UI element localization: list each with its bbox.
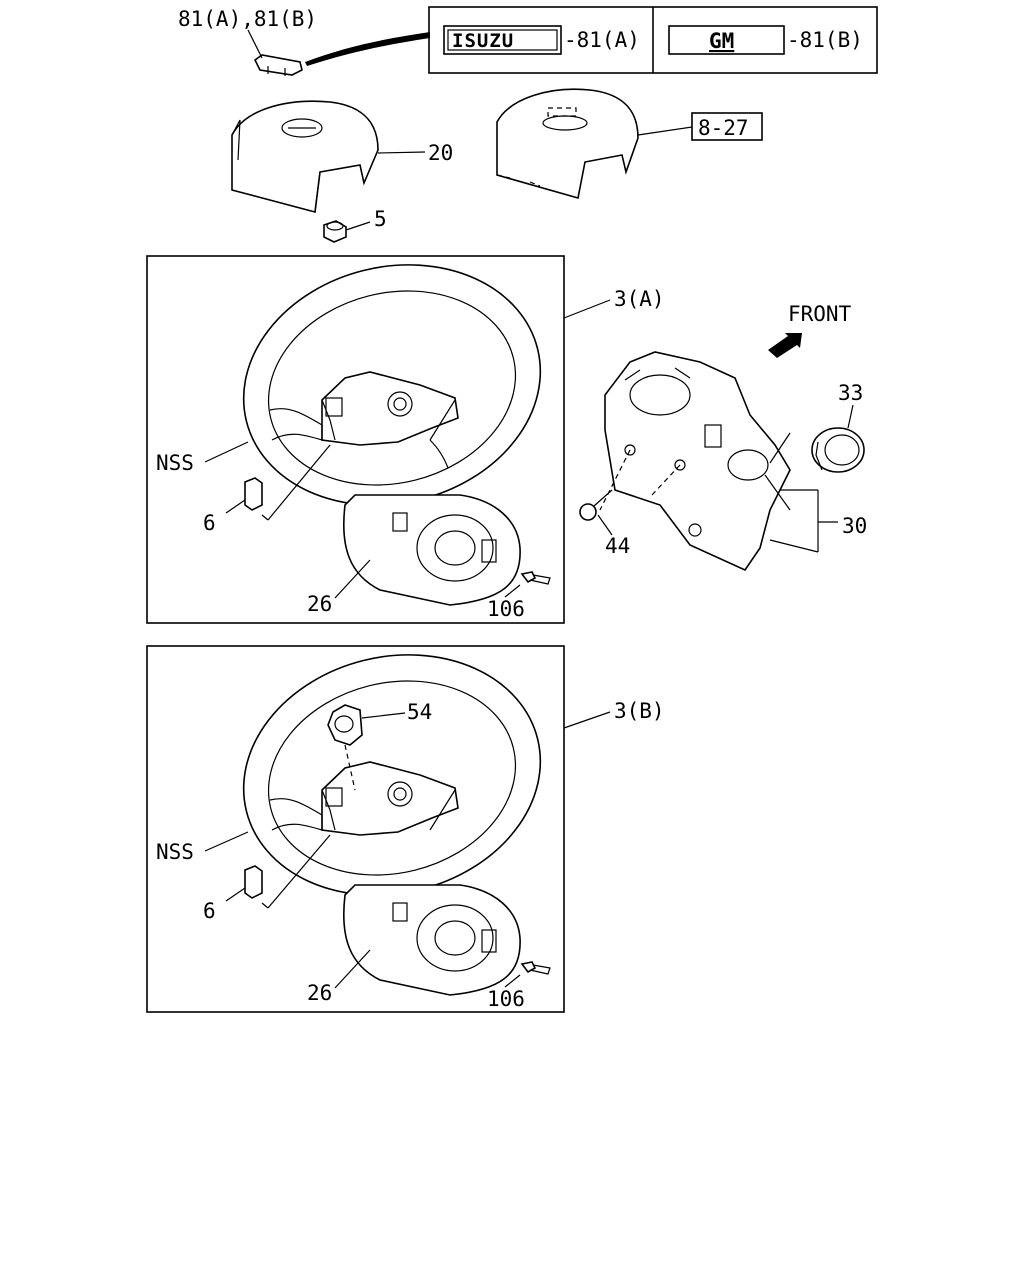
horn-cover — [231, 100, 426, 214]
nut-part — [323, 220, 371, 243]
bolt-a-label: 6 — [203, 511, 216, 535]
horn-cover-label: 20 — [428, 141, 453, 165]
column-cover — [599, 351, 838, 572]
emblem-b-label: -81(B) — [787, 28, 863, 52]
wheel-b-assembly — [146, 645, 611, 1013]
screw-44-label: 44 — [605, 534, 630, 558]
front-label: FRONT — [788, 302, 852, 326]
column-cover-label: 30 — [842, 514, 867, 538]
grommet-label: 33 — [838, 381, 863, 405]
gm-logo: GM — [709, 29, 734, 53]
screw-a-label: 106 — [487, 597, 525, 621]
emblem-pointer-arrow — [305, 32, 430, 66]
switch-label: 54 — [407, 700, 432, 724]
screw-b-label: 106 — [487, 987, 525, 1011]
lower-cover-a-label: 26 — [307, 592, 332, 616]
emblem-parts-label: 81(A),81(B) — [178, 7, 317, 31]
screw-44-part — [579, 489, 613, 536]
wheel-b-label: 3(B) — [614, 699, 665, 723]
emblem-a-label: -81(A) — [564, 28, 640, 52]
isuzu-logo: ISUZU — [452, 30, 514, 52]
front-arrow — [768, 333, 802, 358]
bolt-b-label: 6 — [203, 899, 216, 923]
nss-a-label: NSS — [156, 451, 194, 475]
reference-cover-label: 8-27 — [698, 116, 749, 140]
emblem-part — [247, 29, 430, 76]
wheel-a-assembly — [146, 255, 611, 624]
emblem-callout-box: ISUZU -81(A) GM -81(B) — [428, 6, 878, 74]
wheel-b-frame — [146, 645, 565, 1013]
grommet-part — [811, 404, 865, 473]
wheel-a-label: 3(A) — [614, 287, 665, 311]
nut-label: 5 — [374, 207, 387, 231]
lower-cover-b-label: 26 — [307, 981, 332, 1005]
nss-b-label: NSS — [156, 840, 194, 864]
wheel-a-frame — [146, 255, 565, 624]
reference-cover — [496, 88, 763, 200]
